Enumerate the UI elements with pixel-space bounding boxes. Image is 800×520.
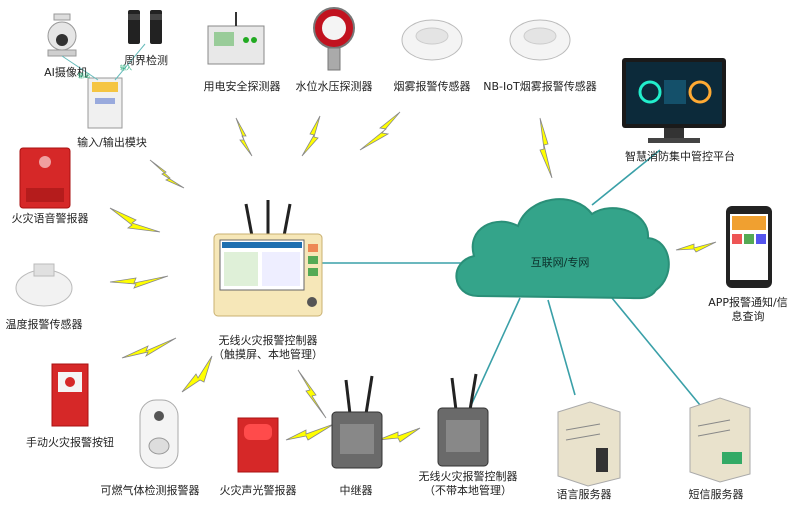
platform-monitor-icon [622,58,726,143]
bolt-voice [109,207,161,233]
manual-alarm-button-icon [51,363,89,427]
bolt-manual [121,337,177,359]
controller2-label-line1: 无线火灾报警控制器 [418,470,518,483]
temp-sensor-label: 温度报警传感器 [5,318,83,331]
camera-tag-output: 输出 [78,73,91,80]
sound-light-alarm-icon [237,417,279,473]
gas-detector-label: 可燃气体检测报警器 [100,484,200,497]
manual-button-label: 手动火灾报警按钮 [26,436,114,449]
gas-detector-icon [139,399,179,469]
central-controller-icon [213,200,323,317]
cloud-label: 互联网/专网 [530,256,590,269]
nb-smoke-sensor-icon [509,19,571,61]
link-cloud-platform [591,149,661,206]
smoke-sensor-icon [401,19,463,61]
temperature-sensor-icon [15,263,73,307]
voice-server-label: 语言服务器 [556,488,612,501]
camera-tag-input: 输入 [120,65,133,72]
sms-server-label: 短信服务器 [688,488,744,501]
perimeter-label: 周界检测 [124,54,168,67]
io-module-icon [61,43,146,129]
nb-smoke-label: NB-IoT烟雾报警传感器 [483,80,597,93]
bolt-water [301,115,321,157]
platform-label: 智慧消防集中管控平台 [625,150,735,163]
bolt-gas [181,355,213,393]
sms-server-icon [689,397,751,483]
repeater-icon [331,375,383,469]
hub-label-line2: （触摸屏、本地管理） [213,348,323,361]
voice-alarm-icon [19,147,71,209]
bolt-soundlight [285,423,335,441]
controller2-icon [437,373,489,467]
wireless-bolts [109,111,717,443]
sound-light-label: 火灾声光警报器 [219,484,297,497]
ai-camera-label: AI摄像机 [44,66,88,79]
bolt-io [149,159,185,189]
repeater-label: 中继器 [339,484,373,497]
app-label-line1: APP报警通知/信 [708,296,788,309]
app-phone-icon [726,206,772,288]
voice-alarm-label: 火灾语音警报器 [11,212,89,225]
link-cloud-voice-server [547,299,576,396]
water-pressure-detector-icon [313,7,355,71]
link-cloud-controller2 [467,297,521,413]
cloud-shape [455,198,670,300]
bolt-temp [109,275,169,289]
cloud-links [322,149,701,413]
electrical-label: 用电安全探测器 [203,80,281,93]
bolt-app [675,241,717,253]
controller2-label-line2: （不带本地管理） [424,484,512,497]
bolt-hub-repeater [297,369,327,419]
perimeter-detector-icon [128,10,162,44]
bolt-repeater-ctrl2 [377,427,421,443]
electrical-detector-icon [207,12,265,65]
app-label-line2: 息查询 [731,310,765,323]
smoke-label: 烟雾报警传感器 [393,80,471,93]
link-cloud-sms-server [611,297,701,406]
water-pressure-label: 水位水压探测器 [295,80,373,93]
bolt-electrical [235,117,253,157]
hub-label-line1: 无线火灾报警控制器 [218,334,318,347]
io-module-label: 输入/输出模块 [77,136,147,149]
bolt-nb [539,117,553,179]
voice-server-icon [557,401,621,487]
bolt-smoke [359,111,401,151]
ai-camera-icon [47,13,77,57]
